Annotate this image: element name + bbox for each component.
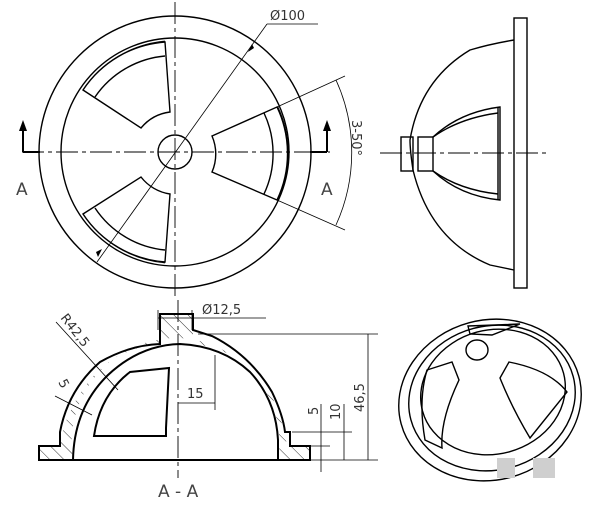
window-upper-left	[82, 40, 171, 129]
section-marker-left: A	[16, 180, 28, 200]
diameter-dimension: Ø100	[96, 9, 318, 263]
window-lower-left	[82, 176, 171, 264]
height-dimensions: 5 10 46,5	[198, 333, 378, 472]
section-marker-right: A	[321, 180, 333, 200]
offset-label: 15	[187, 387, 204, 402]
angle-label: 3-50°	[348, 120, 363, 156]
side-view	[380, 17, 550, 289]
top-view: Ø100 3-50° A A	[16, 2, 363, 298]
boss-diameter-dimension: Ø12,5	[157, 303, 266, 330]
angle-dimension: 3-50°	[276, 75, 363, 231]
window-right	[211, 106, 289, 201]
wall-thickness-label: 5	[54, 377, 71, 391]
diameter-label: Ø100	[270, 9, 305, 24]
section-cut-markers: A A	[16, 120, 333, 200]
watermark	[533, 458, 555, 478]
section-title: A - A	[158, 482, 199, 502]
flange-height-label: 10	[329, 403, 344, 420]
offset-dimension: 15	[178, 355, 216, 410]
total-height-label: 46,5	[353, 383, 368, 412]
watermark	[497, 458, 515, 478]
flange-step-label: 5	[307, 407, 322, 415]
radius-label: R42,5	[57, 311, 92, 350]
section-view: Ø12,5 R42,5 5 15 5 10	[38, 300, 378, 502]
boss-diameter-label: Ø12,5	[202, 303, 241, 318]
isometric-view	[398, 318, 582, 482]
